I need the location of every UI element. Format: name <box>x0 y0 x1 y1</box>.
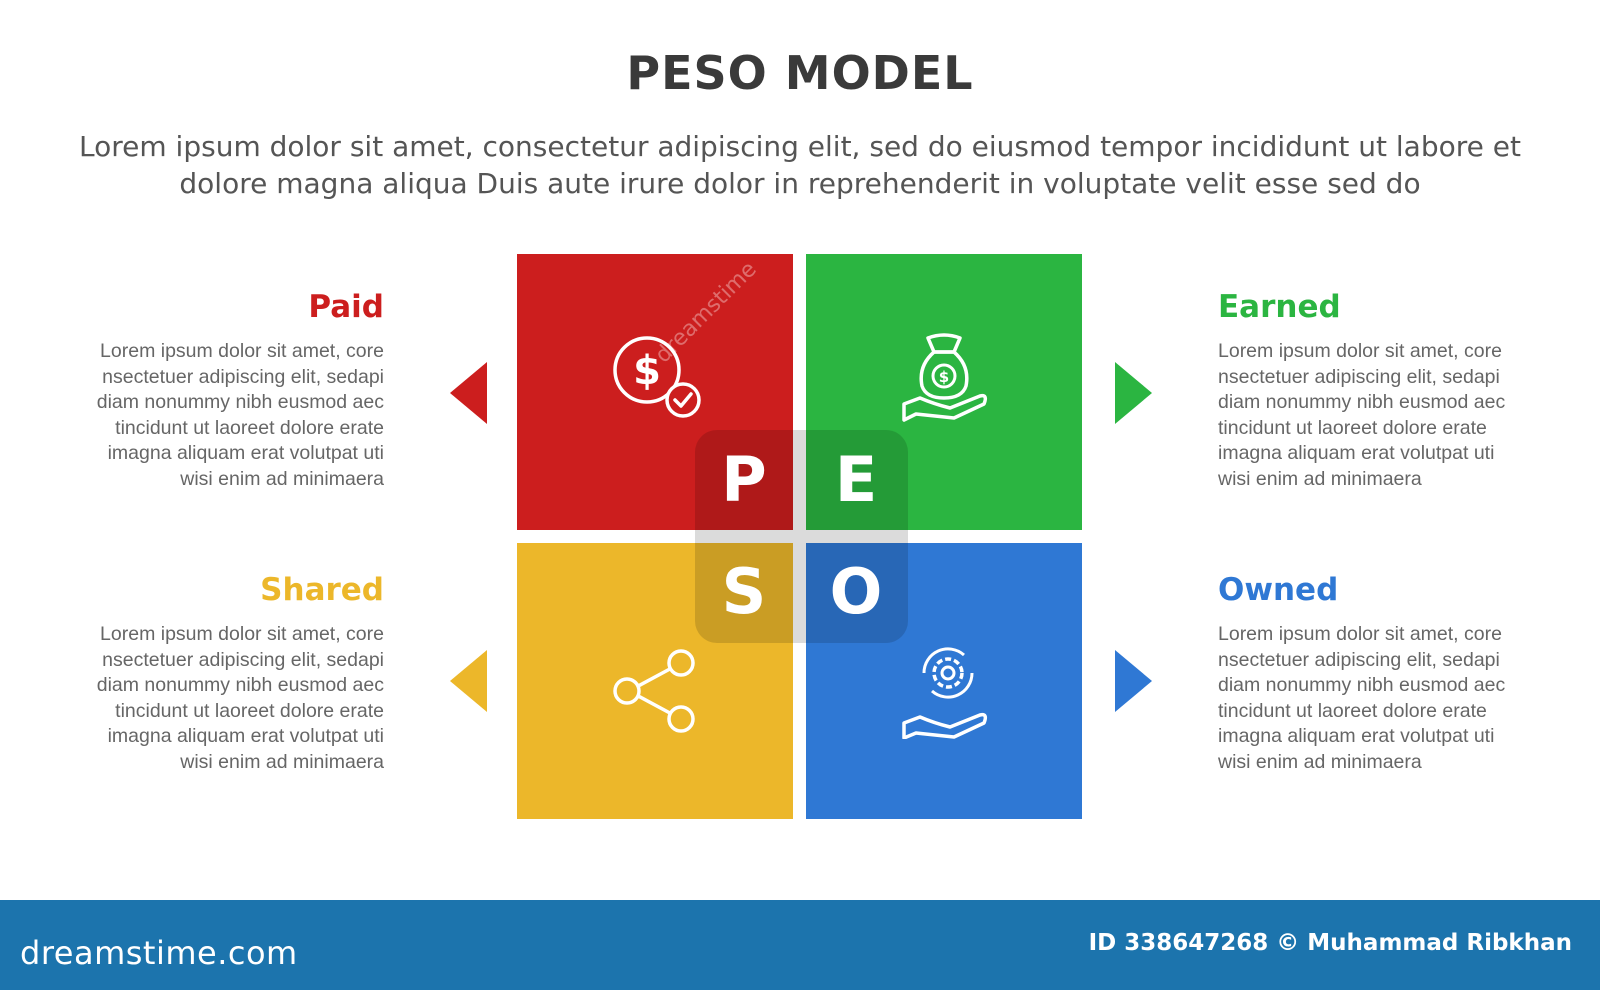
quadrant-shared <box>517 543 793 819</box>
quadrant-paid: $ <box>517 254 793 530</box>
svg-text:$: $ <box>939 368 949 386</box>
earned-description: Earned Lorem ipsum dolor sit amet, core … <box>1218 287 1518 492</box>
owned-description: Owned Lorem ipsum dolor sit amet, core n… <box>1218 570 1518 775</box>
earned-heading: Earned <box>1218 289 1341 325</box>
shared-heading: Shared <box>260 572 384 608</box>
shared-description: Shared Lorem ipsum dolor sit amet, core … <box>84 570 384 775</box>
footer-credit: ID 338647268 © Muhammad Ribkhan <box>1088 930 1572 956</box>
paid-arrow-left-icon <box>450 362 487 424</box>
footer-brand: dreamstime.com <box>20 934 298 972</box>
earned-text: Lorem ipsum dolor sit amet, core nsectet… <box>1218 340 1506 490</box>
svg-text:$: $ <box>633 348 661 394</box>
owned-text: Lorem ipsum dolor sit amet, core nsectet… <box>1218 623 1506 773</box>
quadrant-earned: $ <box>806 254 1082 530</box>
page-subtitle: Lorem ipsum dolor sit amet, consectetur … <box>79 130 1521 200</box>
money-bag-hand-icon: $ <box>902 333 988 422</box>
paid-heading: Paid <box>308 289 384 325</box>
shared-text: Lorem ipsum dolor sit amet, core nsectet… <box>96 623 384 773</box>
earned-arrow-right-icon <box>1115 362 1152 424</box>
letter-p: P <box>721 443 767 516</box>
letter-e: E <box>834 443 878 516</box>
owned-arrow-right-icon <box>1115 650 1152 712</box>
shared-arrow-left-icon <box>450 650 487 712</box>
share-icon <box>613 649 695 733</box>
letter-s: S <box>721 555 767 628</box>
paid-description: Paid Lorem ipsum dolor sit amet, core ns… <box>84 287 384 492</box>
letter-o: O <box>829 555 883 628</box>
dollar-check-icon: $ <box>613 336 701 418</box>
gear-hand-icon <box>902 647 988 739</box>
quadrant-owned <box>806 543 1082 819</box>
page-title: PESO MODEL <box>626 46 974 100</box>
footer-bar: dreamstime.com ID 338647268 © Muhammad R… <box>0 900 1600 990</box>
peso-center-box <box>695 430 908 643</box>
paid-text: Lorem ipsum dolor sit amet, core nsectet… <box>96 340 384 490</box>
owned-heading: Owned <box>1218 572 1339 608</box>
